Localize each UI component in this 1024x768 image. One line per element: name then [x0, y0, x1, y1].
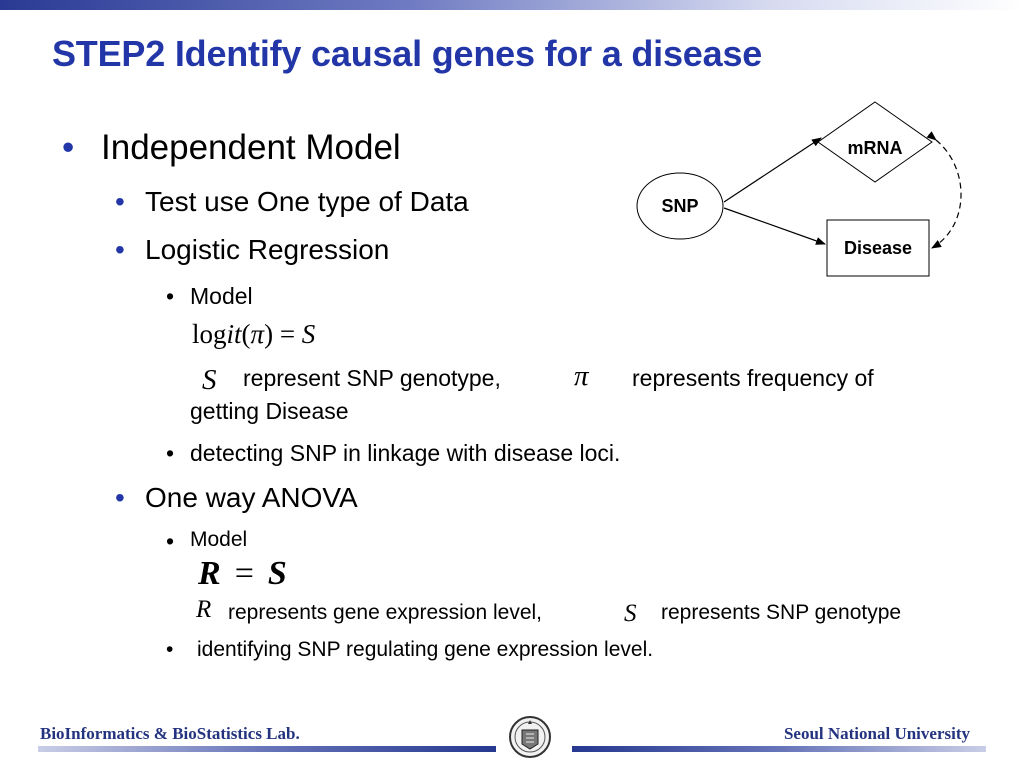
test-one-type-item: Test use One type of Data: [145, 186, 469, 217]
footer-bar-left: [38, 746, 496, 752]
logistic-regression-item: Logistic Regression: [145, 234, 390, 265]
identifying-snp-item: identifying SNP regulating gene expressi…: [197, 638, 654, 661]
detecting-snp-item: detecting SNP in linkage with disease lo…: [190, 440, 621, 466]
bullet-marker: •: [166, 638, 174, 661]
snp-to-disease-arrow: [723, 207, 826, 245]
bullet-marker: •: [115, 234, 125, 265]
logistic-model-label: Model: [190, 283, 253, 309]
anova-desc-part2: represents SNP genotype: [661, 601, 902, 624]
top-gradient-band: [0, 0, 1024, 10]
independent-model-heading: Independent Model: [101, 128, 401, 167]
snp-to-mrna-arrow: [723, 137, 822, 203]
anova-desc-part1: represents gene expression level,: [228, 601, 543, 624]
slide-title: STEP2 Identify causal genes for a diseas…: [52, 33, 763, 74]
university-seal-icon: [509, 716, 551, 758]
formula-r: R: [198, 555, 221, 592]
formula-s: S: [301, 319, 316, 349]
bullet-marker: •: [166, 528, 175, 554]
snp-node: [636, 172, 724, 240]
logistic-desc-part1: represent SNP genotype,: [243, 365, 501, 391]
s-symbol: S: [624, 600, 637, 627]
causal-diagram: SNP mRNA Disease: [636, 101, 962, 277]
footer-university-name: Seoul National University: [783, 724, 970, 743]
formula-open-paren: (: [241, 319, 251, 349]
bullet-marker: •: [166, 440, 175, 466]
r-symbol: R: [196, 596, 212, 623]
bullet-marker: •: [115, 186, 125, 217]
bullet-marker: •: [166, 283, 175, 309]
logistic-desc-part2: represents frequency of: [632, 365, 874, 391]
snp-label: SNP: [661, 196, 698, 216]
s-symbol: S: [202, 364, 217, 396]
bullet-marker: •: [62, 128, 75, 167]
footer-lab-name: BioInformatics & BioStatistics Lab.: [40, 724, 300, 743]
formula-close-paren: ): [264, 319, 274, 349]
disease-label: Disease: [844, 238, 912, 258]
disease-node: [826, 219, 930, 277]
mrna-node: [817, 101, 933, 183]
bullet-marker: •: [115, 482, 125, 513]
pi-symbol: π: [574, 360, 589, 392]
mrna-disease-dashed-arrow: [926, 131, 962, 249]
logistic-desc-part3: getting Disease: [190, 398, 349, 424]
logit-formula: logit(π) = S: [192, 319, 315, 350]
anova-model-label: Model: [190, 528, 248, 551]
formula-equals: =: [273, 319, 302, 349]
footer-bar-right: [572, 746, 986, 752]
formula-it: it: [226, 319, 242, 349]
formula-s: S: [267, 555, 287, 592]
slide-footer: BioInformatics & BioStatistics Lab. Seou…: [0, 712, 1024, 768]
anova-formula: R = S: [198, 555, 287, 593]
formula-equals: =: [234, 555, 254, 592]
mrna-label: mRNA: [847, 138, 902, 158]
formula-pi: π: [250, 319, 265, 349]
formula-log: log: [192, 319, 227, 349]
one-way-anova-item: One way ANOVA: [145, 482, 358, 513]
